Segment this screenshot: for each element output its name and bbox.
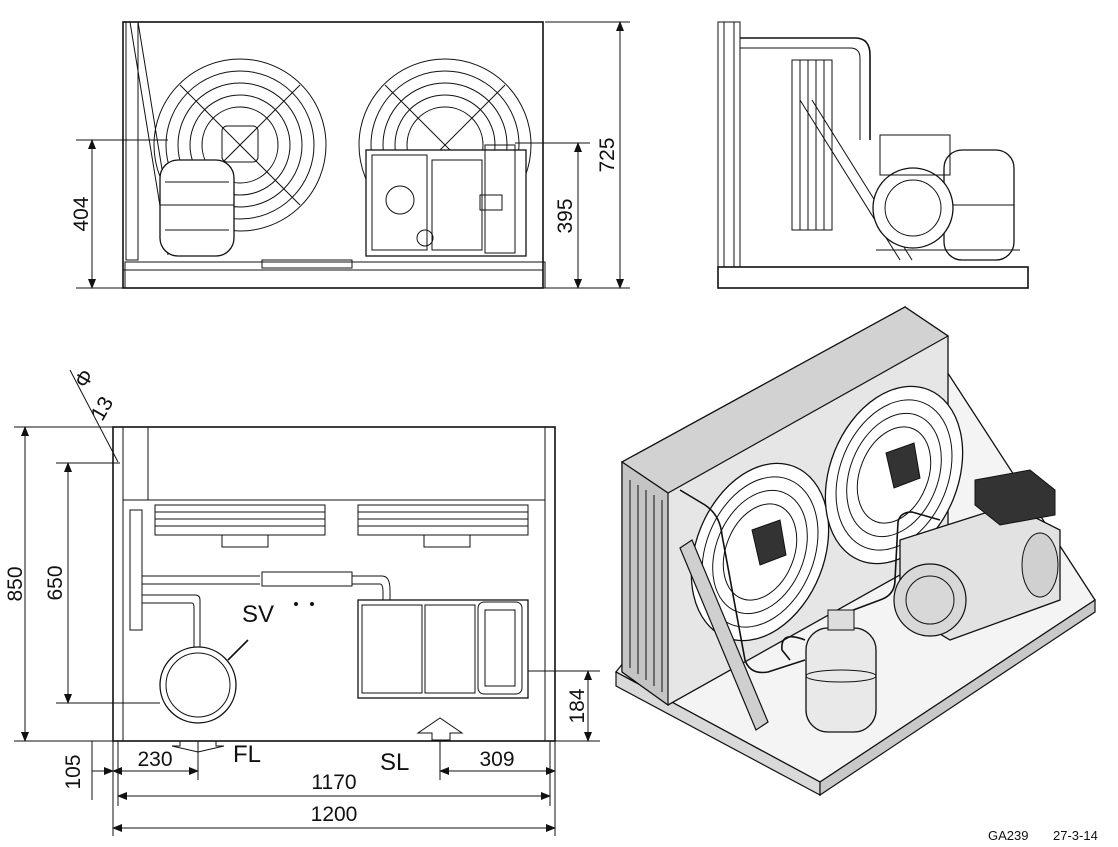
side-view — [717, 21, 1029, 289]
dim-725: 725 — [596, 137, 619, 172]
label-sl: SL — [380, 749, 409, 776]
drawing-date: 27-3-14 — [1053, 828, 1098, 843]
top-fan-right — [357, 504, 529, 548]
dim-230: 230 — [137, 748, 172, 771]
drawing-ref: GA239 — [988, 828, 1028, 843]
front-compressor — [365, 144, 527, 257]
dim-phi: Φ — [70, 366, 98, 392]
isometric-view — [615, 305, 1096, 797]
front-view: 404 395 725 — [70, 21, 630, 289]
side-fan-fins — [791, 59, 833, 231]
label-sv: SV — [242, 601, 274, 628]
iso-fan-left — [690, 462, 830, 642]
iso-terminal-box — [974, 469, 1056, 526]
iso-fan-right — [824, 385, 964, 565]
top-compressor — [357, 599, 529, 699]
front-receiver — [159, 159, 235, 257]
label-fl: FL — [233, 741, 261, 768]
dim-850: 850 — [4, 566, 27, 601]
top-frame — [112, 426, 556, 742]
dim-395: 395 — [554, 198, 577, 233]
dim-13: 13 — [87, 393, 119, 425]
dim-650: 650 — [44, 565, 67, 600]
sl-arrow — [416, 717, 464, 741]
dim-1170: 1170 — [311, 771, 356, 794]
dim-184: 184 — [566, 688, 589, 723]
top-fan-left — [154, 504, 326, 548]
fl-arrow — [171, 740, 225, 753]
top-view: SV FL SL Φ 13 850 650 184 105 230 — [4, 366, 600, 836]
top-filter-drier — [261, 571, 353, 587]
dim-1200: 1200 — [311, 803, 358, 826]
dim-309: 309 — [479, 748, 514, 771]
dim-105: 105 — [62, 754, 85, 789]
iso-receiver — [805, 609, 877, 733]
iso-compressor — [893, 469, 1061, 641]
top-receiver — [159, 639, 249, 724]
dim-404: 404 — [70, 196, 93, 231]
